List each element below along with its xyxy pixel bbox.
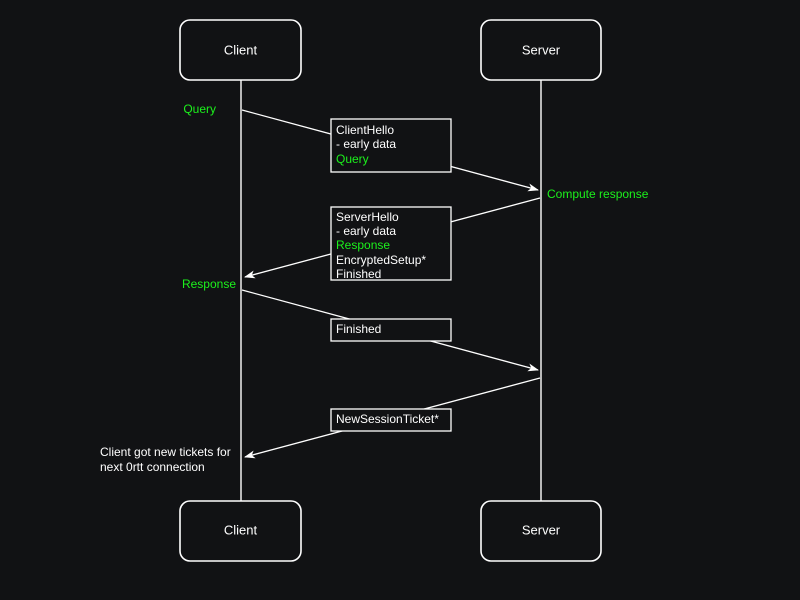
message-line: ClientHello [336,123,394,137]
message-line: ServerHello [336,210,399,224]
note-query: Query [183,102,216,116]
actor-client-bottom-box [179,500,302,562]
message-line: Response [336,238,390,252]
actor-server-bottom-box [480,500,602,562]
message-line: Finished [336,267,381,281]
actor-client-top-box [179,19,302,81]
actor-server-top[interactable]: Server [480,19,602,81]
actor-server-bottom[interactable]: Server [480,500,602,562]
message-line: Query [336,152,369,166]
actor-server-top-box [480,19,602,81]
actor-server-top-label: Server [522,42,561,57]
note-compute-response: Compute response [547,187,649,201]
message-box-client-hello[interactable]: ClientHello - early data Query [330,118,452,173]
message-box-finished[interactable]: Finished [330,318,452,342]
note-new-tickets-line-1: Client got new tickets for [100,445,231,459]
message-line: - early data [336,224,396,238]
note-new-tickets-line-2: next 0rtt connection [100,460,205,474]
message-line: Finished [336,322,381,336]
message-line: EncryptedSetup* [336,253,426,267]
actor-client-bottom-label: Client [224,522,258,537]
actor-client-top[interactable]: Client [179,19,302,81]
actor-server-bottom-label: Server [522,522,561,537]
message-box-client-hello-rect [330,118,452,173]
actor-client-bottom[interactable]: Client [179,500,302,562]
message-line: NewSessionTicket* [336,412,439,426]
note-response: Response [182,277,236,291]
message-box-server-hello-rect [330,206,452,281]
message-box-new-session-ticket[interactable]: NewSessionTicket* [330,408,452,432]
message-box-new-session-ticket-rect [330,408,452,432]
message-box-server-hello[interactable]: ServerHello - early data Response Encryp… [330,206,452,281]
message-box-finished-rect [330,318,452,342]
message-line: - early data [336,137,396,151]
actor-client-top-label: Client [224,42,258,57]
